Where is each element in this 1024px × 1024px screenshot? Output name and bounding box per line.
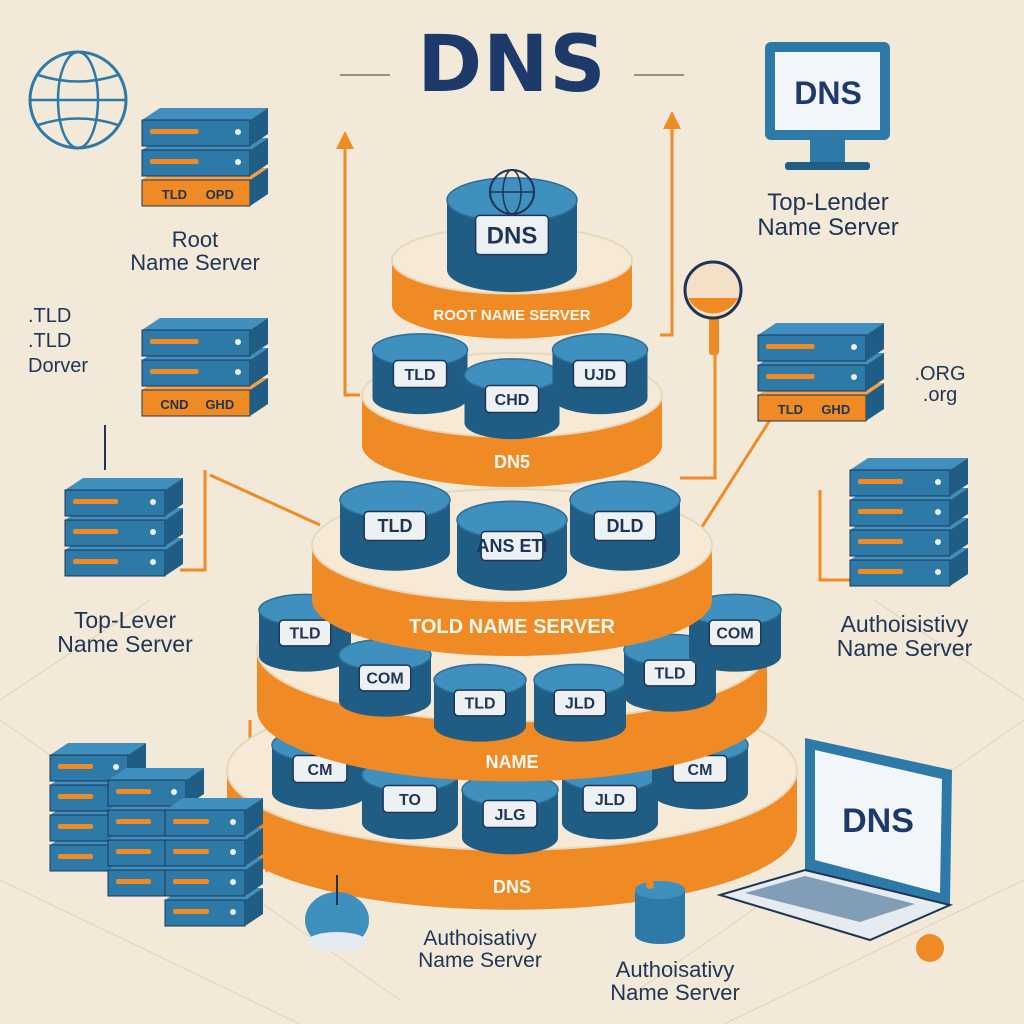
tier2-box-label: TLD: [404, 367, 435, 384]
globe-icon: [28, 50, 128, 150]
band-tld-name-server: TOLD NAME SERVER: [409, 616, 616, 638]
top-level-left-label: Top-Lever Name Server: [57, 607, 193, 658]
icons: DNS DNS: [28, 42, 954, 962]
tier5-box-label: JLD: [595, 792, 625, 809]
laptop-icon: DNS: [716, 738, 954, 942]
top-level-right-label: Top-Lender Name Server: [757, 189, 899, 242]
tld-server-stack: CND GHD: [141, 318, 268, 417]
tier5-box: JLG: [461, 772, 559, 855]
tier5-box-label: TO: [399, 792, 421, 809]
band-root-name-server: ROOT NAME SERVER: [433, 307, 590, 324]
indicator-dot-icon: [916, 934, 944, 962]
tld-connector: [180, 470, 207, 572]
band-name: NAME: [486, 752, 539, 772]
tld-to-pyramid: [209, 473, 321, 527]
org-server-stack-tag-a: TLD: [778, 402, 803, 417]
root-server-stack-tag-b: OPD: [206, 187, 234, 202]
authoritative-bottom-left-label: Authoisativy Name Server: [418, 927, 542, 973]
title-rule-right: [634, 74, 684, 76]
monitor-screen-text: DNS: [794, 75, 862, 111]
tier3-box: TLD: [339, 480, 451, 571]
tld-server-stack-tag-a: CND: [160, 397, 188, 412]
org-server-stack-tag-b: GHD: [821, 402, 850, 417]
tier4-box-label: JLD: [565, 696, 595, 713]
magnifier-icon: [683, 260, 743, 355]
arrow-up-left: [336, 131, 360, 397]
laptop-screen-text: DNS: [842, 802, 914, 840]
tier5-box-label: JLG: [494, 807, 525, 824]
monitor-icon: DNS: [765, 42, 890, 170]
tier2-box-label: UJD: [584, 367, 616, 384]
tier5-box-label: CM: [308, 762, 333, 779]
tier2-box-label: CHD: [495, 392, 530, 409]
bell-icon: [305, 875, 369, 952]
tier3-box-label: ANS ETI: [476, 536, 547, 556]
org-server-stack: TLD GHD: [757, 323, 884, 422]
tld-server-stack-tag-b: GHD: [205, 397, 234, 412]
authoritative-right-stack: [849, 458, 968, 587]
tier4-box-label: TLD: [654, 666, 685, 683]
tier3-box-label: DLD: [607, 516, 644, 536]
auth-connector: [818, 490, 850, 582]
small-server-icon: [635, 881, 685, 944]
org-label: .ORG .org: [914, 363, 966, 406]
server-stacks: TLD OPD CND GHD TLD GHD: [49, 108, 968, 927]
tier2-box: TLD: [371, 333, 469, 415]
tier4-box-label: COM: [716, 626, 753, 643]
tld-server-label: .TLD .TLD Dorver: [28, 305, 89, 377]
tier2-box: CHD: [463, 358, 561, 440]
tier4-box: COM: [688, 593, 782, 672]
root-server-stack: TLD OPD: [141, 108, 268, 207]
top-level-left-stack: [64, 478, 183, 577]
diagram-title: DNS: [417, 20, 607, 110]
authoritative-bottom-right-label: Authoisativy Name Server: [610, 957, 740, 1006]
tier5-box-label: CM: [688, 762, 713, 779]
tier4-box-label: COM: [366, 671, 403, 688]
top-dns-box: DNS: [446, 177, 578, 293]
root-server-stack-tag-a: TLD: [162, 187, 187, 202]
tier4-box-label: TLD: [289, 626, 320, 643]
top-globe-icon: [489, 169, 535, 215]
bottom-stack-3: [164, 798, 263, 927]
tier4-box: COM: [338, 638, 432, 717]
tier3-box: DLD: [569, 480, 681, 571]
band-dns-mid: DN5: [494, 452, 530, 472]
pyramid: CM TO JLG JLD CM DNS TLD COM TLD JLD TLD COM NAME TLD…: [226, 169, 798, 910]
authoritative-right-label: Authoisistivy Name Server: [836, 611, 973, 662]
org-connector: [698, 419, 772, 531]
tier3-box: ANS ETI: [456, 500, 568, 591]
arrow-up-right: [660, 111, 681, 337]
tier4-box-label: TLD: [464, 696, 495, 713]
band-dns-bottom: DNS: [493, 877, 531, 897]
root-server-label: Root Name Server: [130, 227, 260, 276]
tier4-box: TLD: [433, 663, 527, 742]
magnifier-line: [680, 350, 717, 480]
top-dns-box-label: DNS: [487, 222, 538, 249]
tier4-box: JLD: [533, 663, 627, 742]
tier2-box: UJD: [551, 333, 649, 415]
title-rule-left: [340, 74, 390, 76]
tier3-box-label: TLD: [378, 516, 413, 536]
